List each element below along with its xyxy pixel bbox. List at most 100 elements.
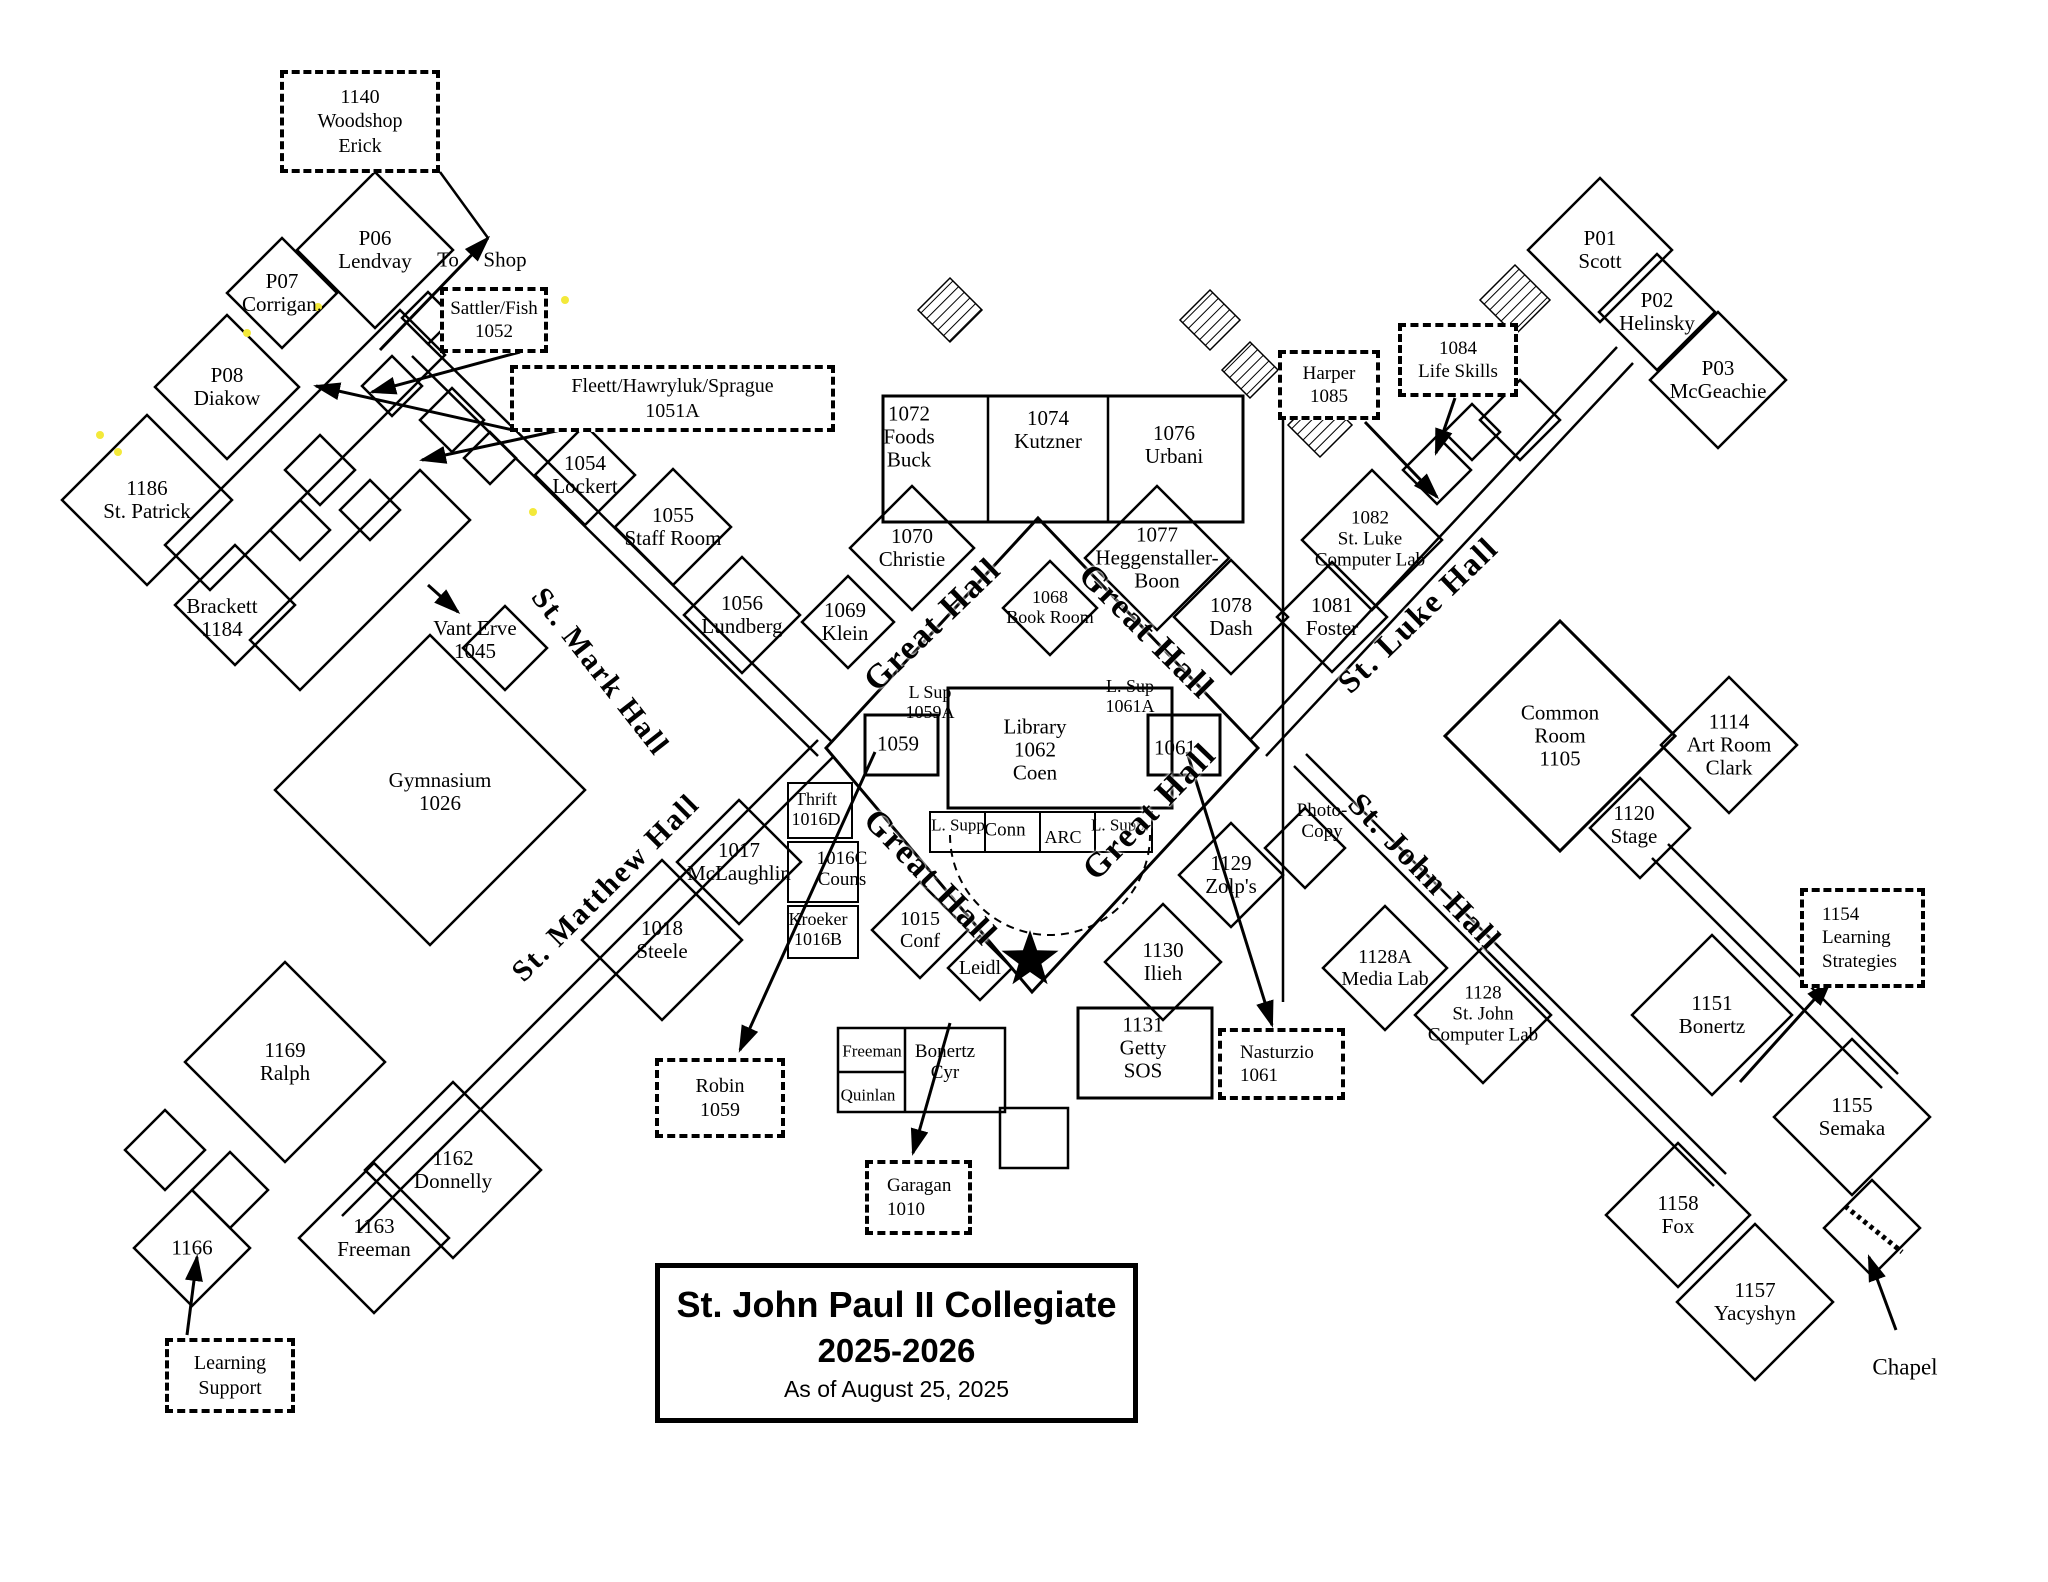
callout-arrow <box>738 751 877 1053</box>
room-label-line: P03 <box>1701 355 1735 380</box>
room-label-line: Boon <box>1134 568 1180 593</box>
room-label-line: Library <box>1003 714 1067 739</box>
room-label-line: 1015 <box>900 908 940 930</box>
callout-line: 1051A <box>645 399 700 422</box>
room-label-line: L Sup <box>908 682 952 703</box>
room-label-line: Vant Erve <box>433 615 517 640</box>
hatched-roof-areas <box>916 263 1552 459</box>
callout-line: Erick <box>338 134 382 157</box>
room-label-line: Bonertz <box>914 1041 976 1063</box>
room-label-line: 1078 <box>1209 592 1252 617</box>
room-label-line: 1072 <box>887 401 930 426</box>
callout-arrow <box>369 350 521 395</box>
room-label-line: ARC <box>1044 827 1082 848</box>
room-label-line: 1017 <box>718 837 760 862</box>
room-label: 1061 <box>1154 736 1196 759</box>
room-label-line: Yacyshyn <box>1714 1301 1796 1325</box>
room-label-line: 1016C <box>816 848 868 870</box>
room-label-line: Corrigan. <box>242 292 322 316</box>
hall-name-label: St. Mark Hall <box>524 581 677 763</box>
map-school-year: 2025-2026 <box>817 1331 976 1369</box>
callout-arrows <box>185 235 1898 1336</box>
room-label-line: Klein <box>821 621 869 645</box>
room-label: Freeman <box>842 1042 901 1062</box>
room-label-line: 1162 <box>432 1145 474 1170</box>
room-label-line: 1054 <box>563 450 606 475</box>
room-label-line: Bonertz <box>1678 1014 1746 1038</box>
room-label-line: 1166 <box>171 1235 213 1260</box>
room-label-line: P07 <box>265 268 299 293</box>
room-label-line: Gymnasium <box>388 767 492 792</box>
room-label-line: Getty <box>1119 1035 1167 1060</box>
room-label-line: Book Room <box>1006 607 1094 627</box>
callout-line: 1059 <box>700 1099 740 1121</box>
room-label-line: 1062 <box>1013 737 1056 762</box>
callout-arrow <box>1185 751 1274 1028</box>
room-label-line: 1169 <box>264 1037 306 1062</box>
room-label-line: 1128A <box>1358 946 1412 968</box>
room-label-line: Foster <box>1305 616 1359 640</box>
map-as-of-date: As of August 25, 2025 <box>783 1375 1010 1402</box>
room-label-line: Chapel <box>1872 1354 1938 1380</box>
room-label: To <box>437 248 459 271</box>
room-label-line: Conn <box>984 819 1026 841</box>
room-label-line: Fox <box>1661 1214 1695 1238</box>
room-label-line: 1061 <box>1154 735 1196 760</box>
room-label-line: Photo- <box>1296 800 1348 822</box>
room-label-line: Scott <box>1578 249 1622 273</box>
room-label-line: Donnelly <box>413 1169 493 1193</box>
room-label-line: 1151 <box>1691 990 1733 1015</box>
callout-arrow <box>313 382 514 432</box>
room-label-line: 1157 <box>1734 1277 1776 1302</box>
room-label-line: 1184 <box>201 617 243 641</box>
room-label-line: Heggenstaller- <box>1095 545 1219 570</box>
room-label: ARC <box>1044 827 1082 848</box>
room-label-line: To <box>437 247 459 272</box>
room-label: 1166 <box>171 1236 212 1259</box>
room-label-line: Steele <box>636 939 688 963</box>
room-label-line: 1068 <box>1031 587 1068 608</box>
room-label-line: McGeachie <box>1669 379 1767 403</box>
room-label-line: Couns <box>817 869 867 890</box>
room-label-line: 1059 <box>877 731 919 756</box>
room-label-line: 1045 <box>453 639 496 663</box>
room-label-line: 1016D <box>791 809 841 829</box>
map-title: St. John Paul II Collegiate <box>676 1283 1117 1325</box>
room-label-line: 1069 <box>824 597 866 622</box>
room-label-line: L. Sup <box>1105 676 1154 697</box>
callout-line: Robin <box>695 1074 745 1097</box>
